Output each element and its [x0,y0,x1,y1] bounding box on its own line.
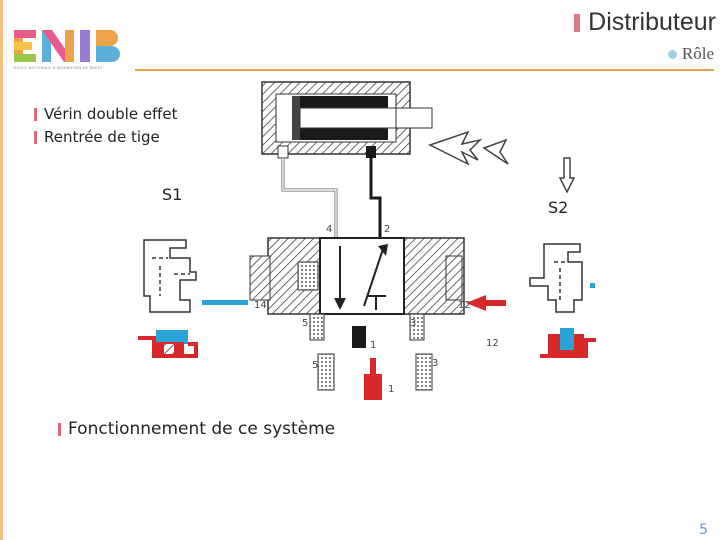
bullet-item-1: Vérin double effet [34,105,178,123]
bullet-marker-icon [58,422,61,436]
label-s1: S1 [162,185,182,204]
title-block: Distributeur [574,8,716,37]
pneumatic-lines [281,158,382,238]
double-acting-cylinder [261,81,433,159]
port-14-label: 14 [254,300,267,311]
enib-logo: ECOLE NATIONALE D'INGENIEURS DE BREST [12,26,122,74]
bullet-marker-icon [34,130,37,144]
pilot-signals [202,283,595,311]
port-5b-label: 5 [312,360,318,371]
logo-tagline: ECOLE NATIONALE D'INGENIEURS DE BREST [14,66,103,70]
header-divider [135,69,714,71]
port-12-valve-label: 12 [458,300,471,311]
left-accent-bar [0,0,3,540]
pilot-valve-s1 [138,239,198,358]
port-5-label: 5 [302,318,308,329]
bullet-marker-icon [34,107,37,121]
subtitle-block: Rôle [667,44,714,64]
port-1b-label: 1 [388,384,394,395]
bullet-text-3: Fonctionnement de ce système [68,419,336,439]
port-3-label: 3 [410,318,416,329]
directional-valve [249,237,465,315]
retraction-arrows-icon [428,130,509,166]
port-1-label: 1 [370,340,376,351]
port-3b-label: 3 [432,358,438,369]
port-4-label: 4 [326,224,332,235]
page-title: Distributeur [588,8,716,36]
page-subtitle: Rôle [681,44,714,63]
bullet-text-2: Rentrée de tige [44,128,160,146]
pilot-valve-s2 [529,243,596,358]
bullet-item-2: Rentrée de tige [34,128,160,146]
title-marker [574,13,581,32]
page-number: 5 [699,522,708,538]
port-2-label: 2 [384,224,390,235]
subtitle-dot-icon [667,49,677,59]
bullet-item-3: Fonctionnement de ce système [58,419,335,439]
valve-ports [309,313,433,400]
push-arrow-icon [558,157,576,194]
port-12-pilot-label: 12 [486,338,499,349]
label-s2: S2 [548,198,568,217]
bullet-text-1: Vérin double effet [44,105,178,123]
